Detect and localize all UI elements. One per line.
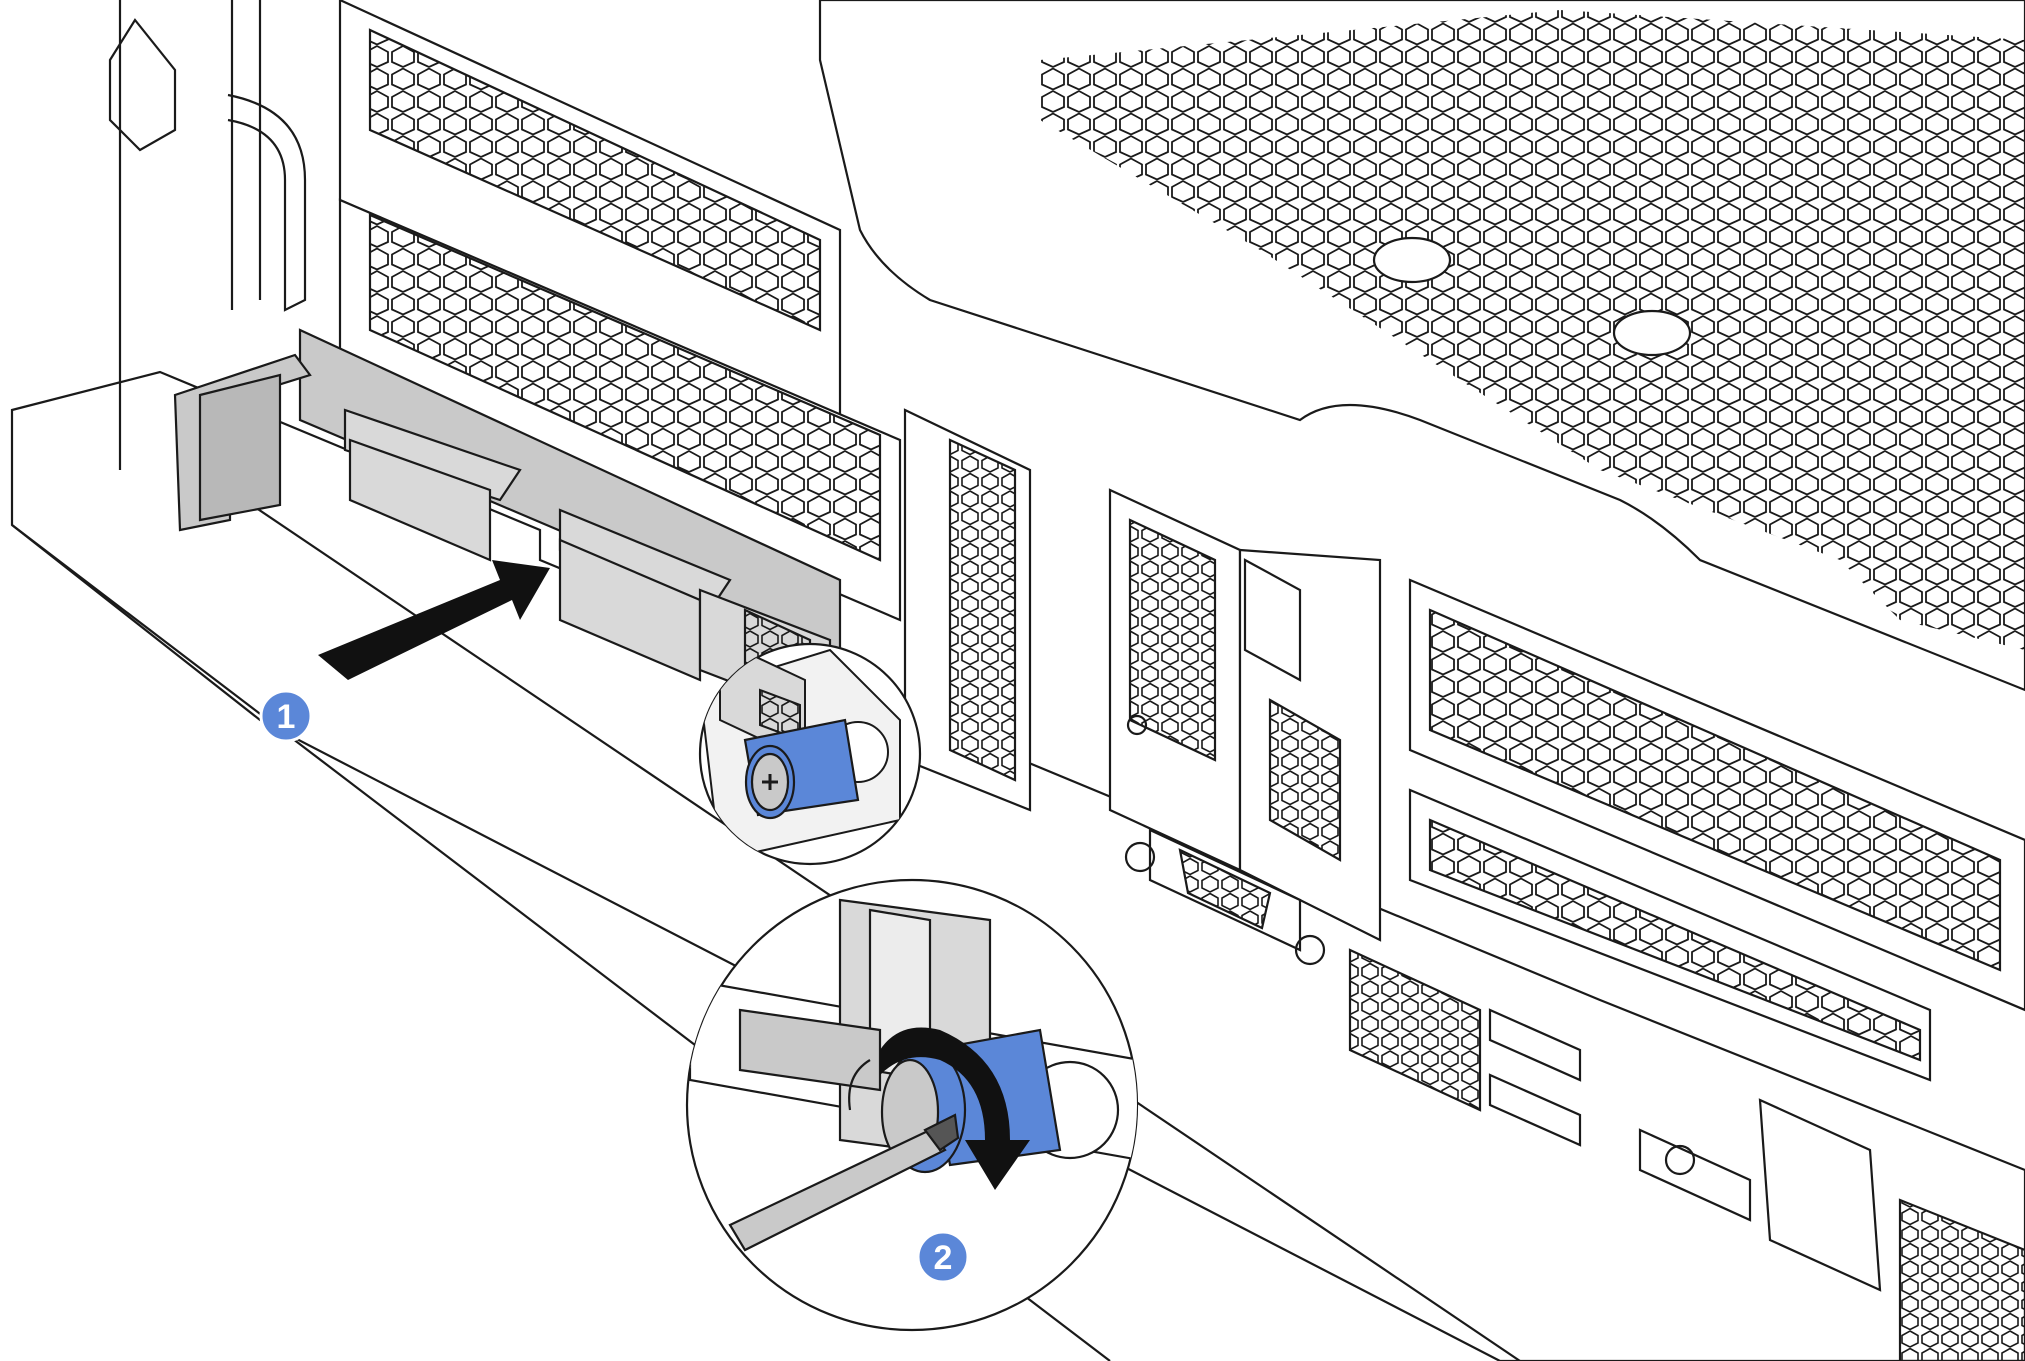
- right-latch: [1758, 1098, 1882, 1292]
- step-2-circle: [916, 1230, 970, 1284]
- serial-port: [1638, 1128, 1752, 1222]
- rotate-clockwise-icon: [848, 1027, 1030, 1190]
- step-1-circle: [259, 689, 313, 743]
- top-vent-area: [1040, 10, 2025, 650]
- screwdriver-zoom-callout: [685, 878, 1139, 1332]
- step-1-badge: 1: [259, 689, 313, 743]
- cover-hole-2: [1612, 309, 1692, 357]
- thumbscrew-icon: [743, 718, 860, 820]
- usb-ports: [1488, 1008, 1582, 1147]
- arrow-icon: [318, 560, 550, 680]
- step-2-number: 2: [934, 1239, 953, 1277]
- screwdriver-icon: [728, 1113, 960, 1252]
- vga-port: [1124, 828, 1326, 966]
- left-handle: [108, 18, 177, 152]
- step-1-number: 1: [277, 698, 296, 736]
- step-2-badge: 2: [916, 1230, 970, 1284]
- card-port-1: [343, 408, 522, 502]
- adapter-card: [173, 328, 842, 722]
- cover-hole-1: [1372, 236, 1452, 284]
- thumbscrew-zoom-callout: [698, 642, 922, 866]
